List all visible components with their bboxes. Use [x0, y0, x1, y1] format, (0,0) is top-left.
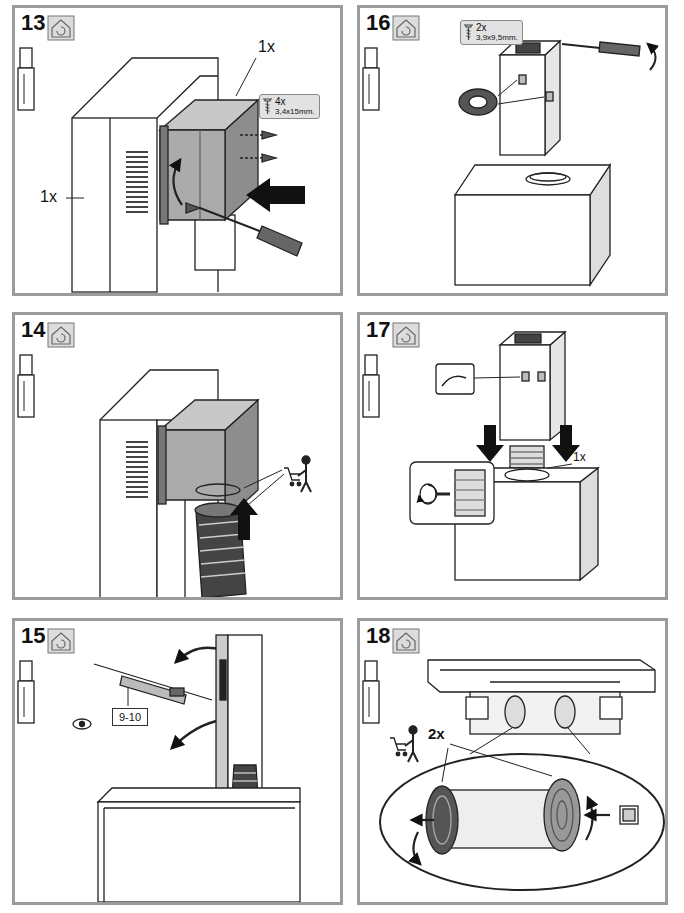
- step-number: 16: [360, 8, 396, 38]
- step-number: 17: [360, 315, 396, 345]
- step-panel: 16 2x3,9x9,5mm.: [357, 5, 668, 296]
- step-number: 13: [15, 8, 51, 38]
- screw-size: 3,4x15mm.: [275, 107, 315, 117]
- step-number: 15: [15, 621, 51, 651]
- screw-size: 3,9x9,5mm.: [476, 33, 518, 43]
- screw-pack-box: 4x3,4x15mm.: [259, 94, 320, 119]
- step-number: 18: [360, 621, 396, 651]
- step-reference: 9-10: [119, 710, 141, 724]
- screw-icon: [463, 23, 474, 43]
- step-panel: 13 4x3,4x15mm.: [12, 5, 343, 296]
- screw-count: 4x: [275, 96, 315, 107]
- step-panel: 14: [12, 312, 343, 600]
- step-panel: 17: [357, 312, 668, 600]
- step-panel: 15 9-10: [12, 618, 343, 905]
- quantity-label: 1x: [40, 188, 57, 206]
- quantity-label: 2x: [428, 726, 445, 743]
- step-panel: 18: [357, 618, 668, 905]
- screw-icon: [262, 97, 273, 117]
- screw-pack-box: 2x3,9x9,5mm.: [460, 20, 523, 45]
- quantity-label: 1x: [258, 38, 275, 56]
- step-reference-box: 9-10: [112, 708, 148, 726]
- step-number: 14: [15, 315, 51, 345]
- quantity-label: 1x: [573, 451, 586, 464]
- screw-count: 2x: [476, 22, 518, 33]
